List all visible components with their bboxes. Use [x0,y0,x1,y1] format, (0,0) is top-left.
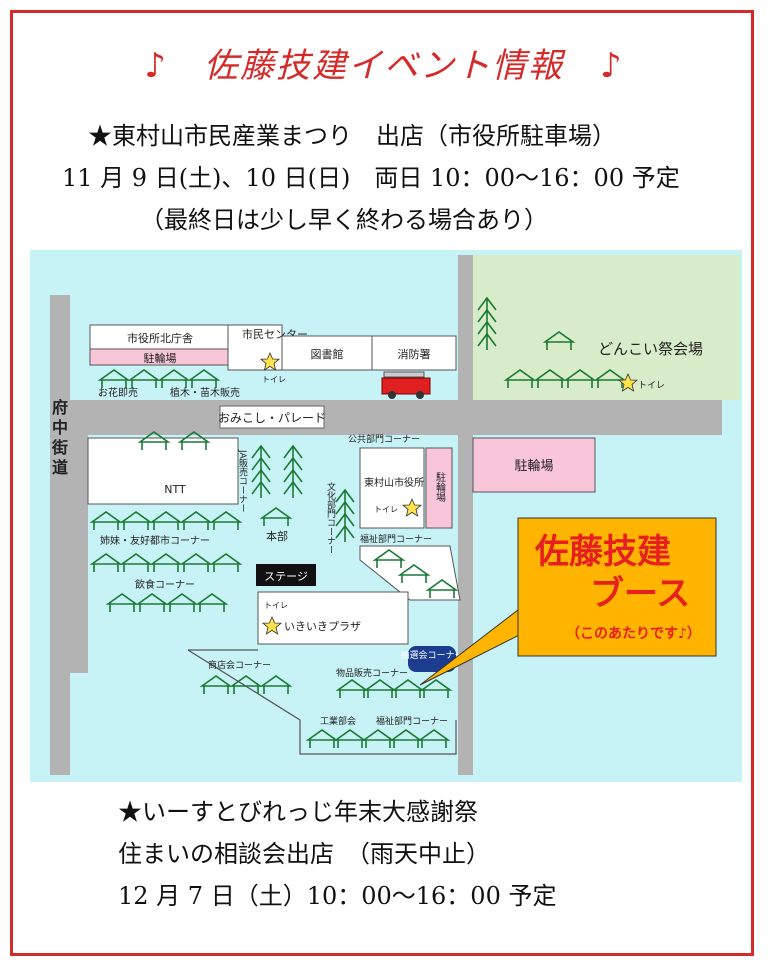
fire-station-label: 消防署 [398,347,431,361]
svg-text:府: 府 [52,398,68,417]
plaza-label: いきいきプラザ [284,620,361,633]
sister-city-label: 姉妹・友好都市コーナー [100,534,210,547]
bike-parking-2-label: 駐輪場 [514,458,553,474]
goods-label: 物品販売コーナー [336,667,408,679]
booth-callout [517,517,717,657]
toilet-label-3: トイレ [374,505,398,514]
ntt-label: NTT [164,483,186,496]
event2-name: ★いーすとびれっじ年末大感謝祭 [118,798,478,826]
event1-name: ★東村山市民産業まつり 出店（市役所駐車場） [88,122,616,150]
toilet-label-4: トイレ [264,601,288,610]
parade-label: おみこし・パレード [218,411,326,425]
ja-label: JA販売コーナー [237,449,248,513]
industry-label: 工業部会 [320,715,356,727]
plant-sale-label: 植木・苗木販売 [170,386,240,399]
bike-parking-3-label: 駐輪場 [434,471,446,503]
city-hall-label: 東村山市役所 [364,476,424,489]
booth-line1: 佐藤技建 [534,532,671,572]
road-west-label: 府 中 街 道 [51,398,68,477]
east-road [458,255,473,775]
poster-frame [10,10,754,956]
toilet-label-2: トイレ [638,381,665,391]
toilet-label: トイレ [262,375,286,384]
library-label: 図書館 [311,347,344,361]
flower-sale-label: お花即売 [98,386,138,399]
public-label: 公共部門コーナー [348,433,420,445]
event1-datetime: 11 月 9 日(土)、10 日(日) 両日 10：00～16：00 予定 [62,164,680,192]
event1-note: （最終日は少し早く終わる場合あり） [140,206,548,234]
donkoi-label: どんこい祭会場 [598,340,703,358]
bike-parking-1-label: 駐輪場 [144,351,177,365]
event2-sub: 住まいの相談会出店 （雨天中止） [118,840,490,868]
fire-truck-icon [381,371,431,399]
svg-text:街: 街 [51,438,68,457]
welfare1-label: 福祉部門コーナー [360,533,432,545]
svg-text:道: 道 [52,458,68,477]
parade-road [50,400,722,435]
booth-line2: ブース [590,574,690,614]
north-office-label: 市役所北庁舎 [127,331,193,345]
event-map: 府 中 街 道 おみこし・パレード 市役所北庁舎 駐輪場 市民センター トイレ … [30,250,742,782]
poster-title: ♪ 佐藤技建イベント情報 ♪ [144,46,624,86]
donkoi-area [472,255,740,400]
food-label: 飲食コーナー [135,578,195,591]
booth-note: （このあたりです♪） [566,626,701,642]
welfare2-label: 福祉部門コーナー [376,715,448,727]
culture-label: 文化部門コーナー [325,481,336,554]
fuchu-road [50,295,70,775]
svg-text:中: 中 [52,418,68,437]
event2-datetime: 12 月 7 日（土）10：00～16：00 予定 [118,882,557,910]
hq-label: 本部 [266,529,288,543]
lottery-label: 抽選会コーナー [400,649,463,661]
stage-label: ステージ [264,570,308,583]
shops-label: 商店会コーナー [208,659,271,671]
